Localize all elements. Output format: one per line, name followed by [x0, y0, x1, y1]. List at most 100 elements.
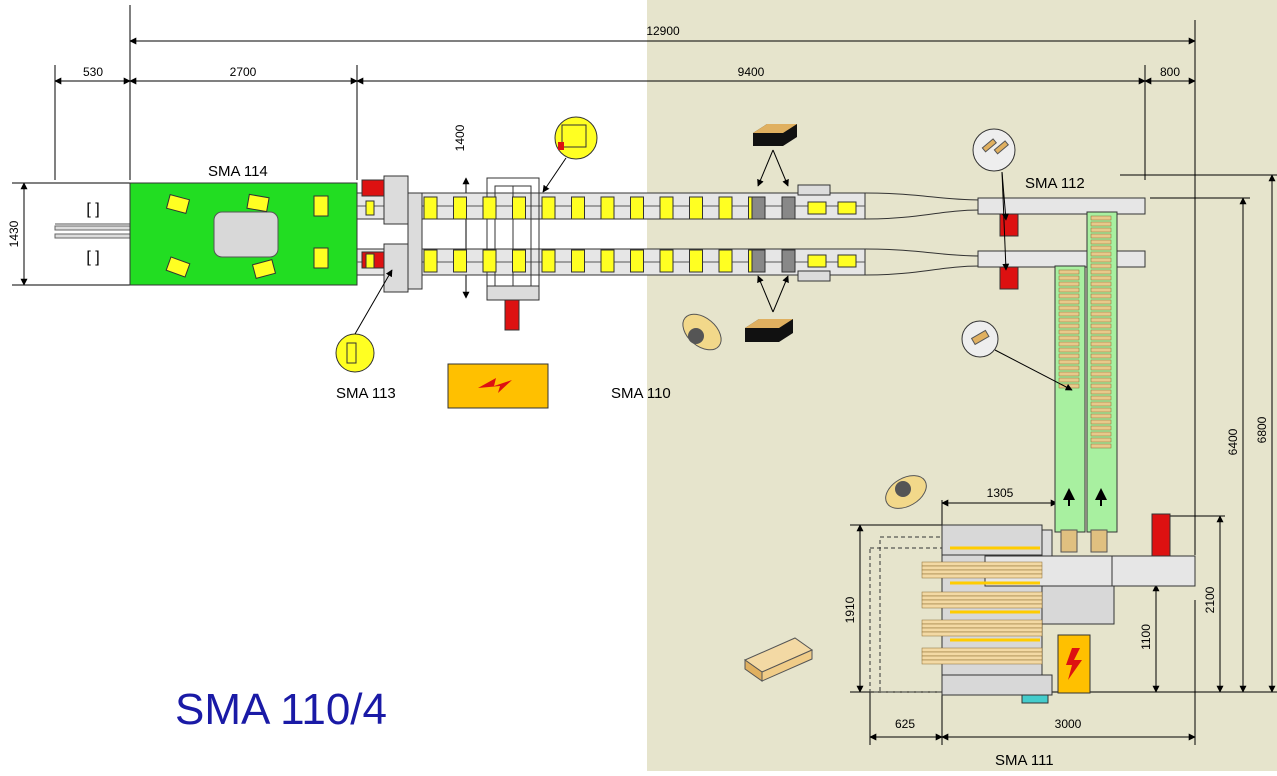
slat — [1090, 407, 1112, 413]
dim-2100: 2100 — [1203, 586, 1217, 613]
conveyor-block — [630, 196, 644, 220]
dim-9400: 9400 — [738, 65, 765, 79]
label-sma113: SMA 113 — [336, 385, 396, 402]
hazard-voltage-icon — [447, 363, 549, 409]
slat — [1090, 413, 1112, 419]
slat — [1058, 269, 1080, 275]
slat — [1090, 395, 1112, 401]
conveyor-block — [807, 254, 827, 268]
dimension-lines — [12, 5, 1277, 745]
dim-2700: 2700 — [230, 65, 257, 79]
hazard-voltage-icon — [1057, 634, 1091, 694]
stack-layer — [921, 565, 1043, 571]
slat — [1058, 317, 1080, 323]
conveyor-block — [541, 249, 556, 273]
slat — [1090, 323, 1112, 329]
slat — [1090, 305, 1112, 311]
lumber-stacks — [921, 561, 1043, 665]
slat — [1058, 287, 1080, 293]
slat — [1090, 251, 1112, 257]
conveyor-block — [600, 196, 615, 220]
slat — [1058, 311, 1080, 317]
stack-layer — [921, 647, 1043, 653]
slat — [1058, 341, 1080, 347]
stack-layer — [921, 627, 1043, 633]
slat — [1090, 263, 1112, 269]
stack-layer — [921, 619, 1043, 625]
sma113-callout — [335, 116, 598, 373]
wood-block-icon — [745, 124, 797, 342]
slat — [1090, 281, 1112, 287]
slat — [1090, 287, 1112, 293]
label-sma112: SMA 112 — [1025, 175, 1085, 192]
conveyor-block — [365, 253, 375, 269]
slat — [1090, 311, 1112, 317]
conveyor-block — [423, 196, 438, 220]
dim-625: 625 — [895, 717, 915, 731]
dim-800: 800 — [1160, 65, 1180, 79]
slat — [1090, 437, 1112, 443]
conveyor-block — [512, 196, 526, 220]
slat — [1090, 371, 1112, 377]
slat — [1058, 359, 1080, 365]
dim-6800: 6800 — [1255, 416, 1269, 443]
slat — [1058, 371, 1080, 377]
direction-arrows — [1063, 488, 1107, 506]
label-sma111: SMA 111 — [995, 752, 1054, 769]
slat — [1058, 377, 1080, 383]
stack-layer — [921, 561, 1043, 567]
slat — [1090, 431, 1112, 437]
dim-total-length: 12900 — [646, 24, 680, 38]
conveyor-block — [837, 254, 857, 268]
slat — [1090, 233, 1112, 239]
stack-layer — [921, 569, 1043, 575]
conveyor-block — [781, 249, 796, 273]
lumber-stack-icon — [743, 637, 814, 682]
slat — [1090, 347, 1112, 353]
slat — [1090, 329, 1112, 335]
slat — [1090, 389, 1112, 395]
slat — [1090, 377, 1112, 383]
slat — [1058, 347, 1080, 353]
stack-layer — [921, 591, 1043, 597]
conveyor-block — [482, 249, 497, 273]
slat — [1058, 323, 1080, 329]
slat — [1058, 365, 1080, 371]
slat — [1058, 299, 1080, 305]
slat — [1058, 293, 1080, 299]
slat — [1058, 335, 1080, 341]
conveyor-block — [837, 201, 857, 215]
svg-text:[ ]: [ ] — [86, 201, 99, 218]
slat — [1090, 227, 1112, 233]
stack-layer — [921, 651, 1043, 657]
conveyor-block — [571, 249, 585, 273]
dim-1305: 1305 — [987, 486, 1014, 500]
slat — [1058, 275, 1080, 281]
slat — [1090, 401, 1112, 407]
stack-layer — [921, 631, 1043, 637]
label-sma110: SMA 110 — [611, 385, 671, 402]
conveyor-block — [600, 249, 615, 273]
slat — [1090, 257, 1112, 263]
slat — [1090, 341, 1112, 347]
conveyor-block — [365, 200, 375, 216]
operator-icon — [682, 313, 927, 509]
conveyor-block — [718, 196, 733, 220]
slat — [1090, 293, 1112, 299]
slat — [1058, 281, 1080, 287]
sma114-unit: [ ] [ ] — [54, 182, 358, 286]
conveyor-block — [659, 196, 674, 220]
dim-6400: 6400 — [1226, 428, 1240, 455]
conveyor-block — [718, 249, 733, 273]
conveyor-block — [751, 196, 766, 220]
stack-layer — [921, 659, 1043, 665]
stacking-slats — [1058, 215, 1112, 449]
slat — [1090, 215, 1112, 221]
stack-layer — [921, 595, 1043, 601]
conveyor-block — [453, 196, 467, 220]
slat — [1090, 383, 1112, 389]
dim-530: 530 — [83, 65, 103, 79]
dim-1430: 1430 — [7, 220, 21, 247]
